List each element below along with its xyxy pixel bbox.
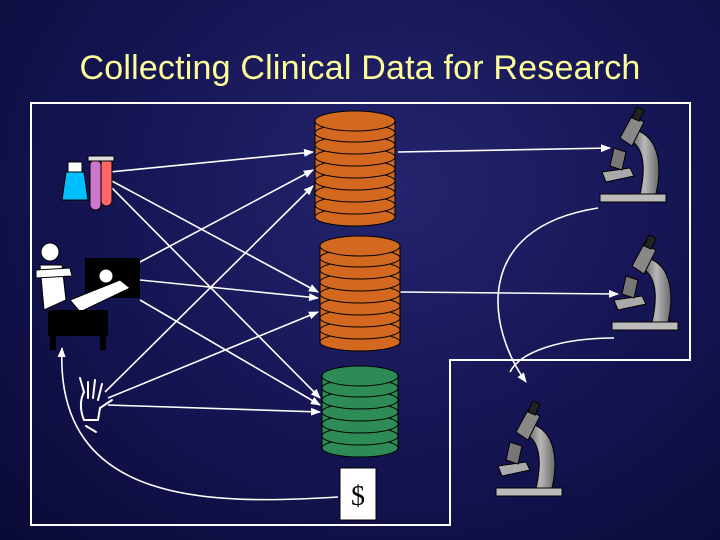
microscope-bottom (495, 400, 563, 497)
arrow-db1-to-microscope-top (397, 144, 611, 153)
test-tubes-icon (61, 155, 115, 211)
microscope-middle (611, 234, 679, 331)
arrow-clinician-to-db1 (139, 169, 314, 263)
microscope-top (599, 106, 667, 203)
microscope-icon (495, 400, 563, 497)
database-to-research-arrows (57, 144, 619, 501)
arrow-db2-to-microscope-middle (399, 289, 619, 298)
slide-title: Collecting Clinical Data for Research (79, 49, 641, 87)
arrow-xray-to-db2 (107, 311, 319, 399)
dollar-sign: $ (351, 481, 365, 512)
hand-xray-icon (79, 377, 113, 433)
arrow-xray-to-db3 (107, 404, 321, 416)
database-2 (319, 235, 401, 352)
microscope-icon (599, 106, 667, 203)
arrow-billing-to-xray (57, 347, 339, 501)
arrow-tubes-to-db2 (109, 179, 319, 293)
arrow-clinician-to-db2 (139, 279, 319, 302)
diagram-boundary (30, 102, 691, 526)
source-to-database-arrows (104, 148, 321, 416)
arrow-tubes-to-db3 (109, 185, 321, 399)
database-1 (314, 110, 396, 227)
arrow-tubes-to-db1 (109, 148, 314, 173)
clinician-patient-icon (35, 242, 140, 350)
microscope-icon (611, 234, 679, 331)
billing-database (321, 365, 399, 458)
arrow-xray-to-db1 (104, 185, 314, 393)
billing-label: $ (339, 467, 377, 521)
arrow-microscope-middle-to-bottom (509, 337, 615, 373)
arrow-clinician-to-db3 (139, 299, 321, 406)
arrow-microscope-top-to-bottom (497, 207, 599, 383)
